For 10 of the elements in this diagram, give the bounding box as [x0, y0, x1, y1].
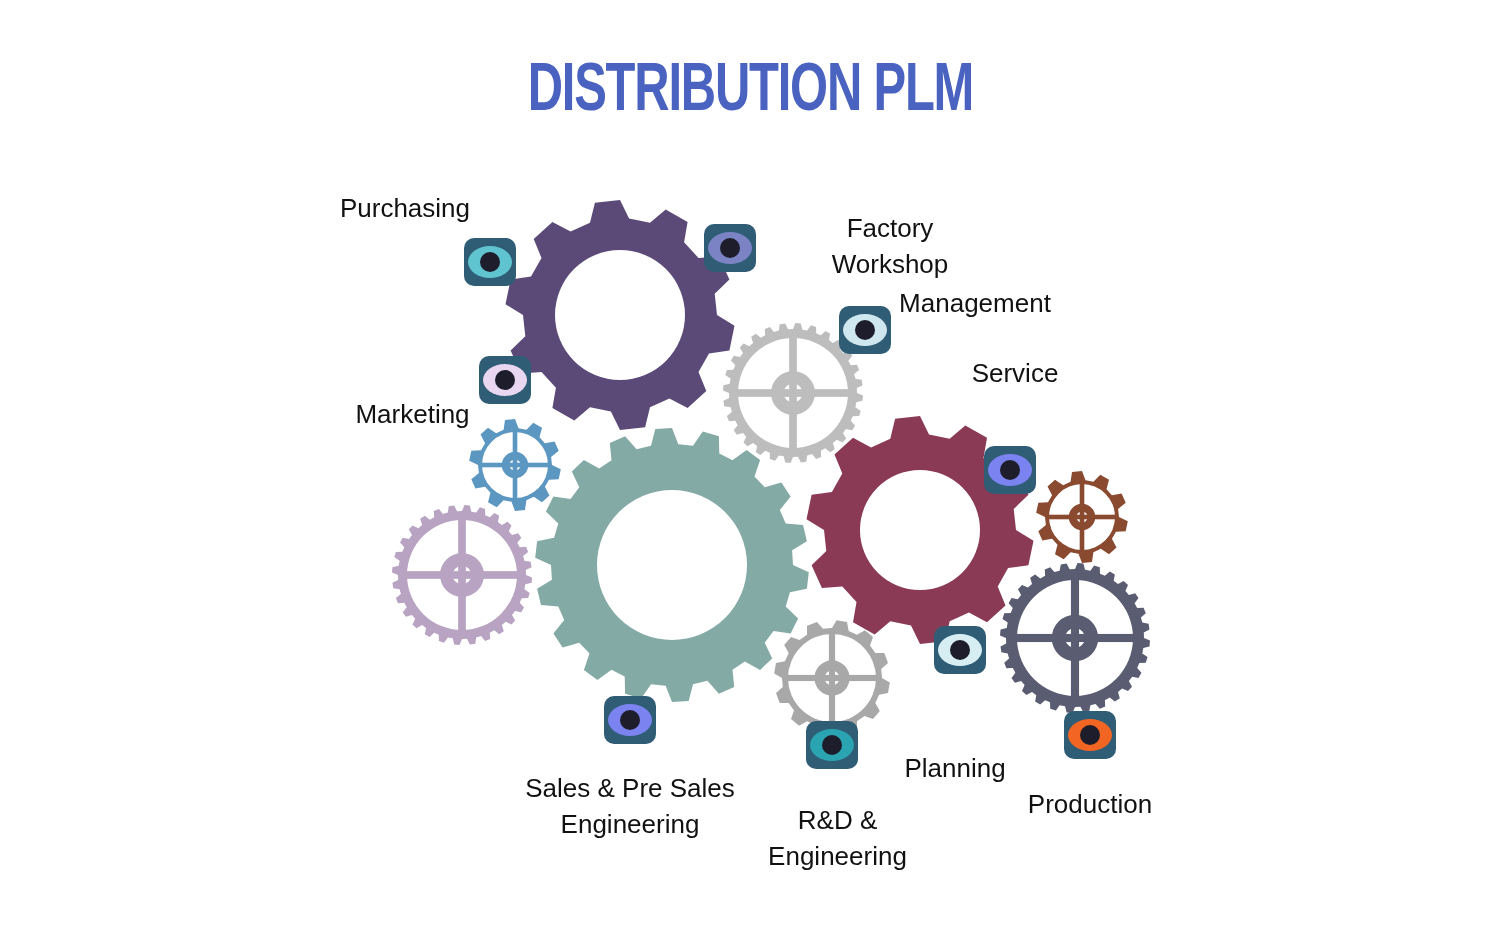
department-label: Planning: [903, 752, 1007, 785]
department-label: Service: [970, 357, 1060, 390]
department-label: Factory Workshop: [830, 212, 950, 281]
department-label: Purchasing: [338, 192, 472, 225]
department-label: R&D & Engineering: [767, 804, 908, 873]
department-label: Production: [1026, 788, 1154, 821]
department-label: Marketing: [354, 398, 471, 431]
department-label: Management: [898, 287, 1052, 320]
title: DISTRIBUTION PLM: [527, 52, 973, 120]
department-label: Sales & Pre Sales Engineering: [524, 772, 736, 841]
